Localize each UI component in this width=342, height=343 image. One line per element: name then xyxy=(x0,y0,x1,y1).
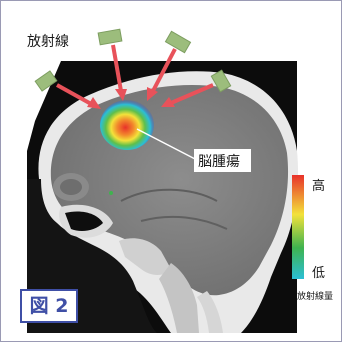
scale-low-label: 低 xyxy=(312,262,325,281)
dose-scale-bar xyxy=(292,175,304,279)
scale-title: 放射線量 xyxy=(297,289,333,302)
scale-high-label: 高 xyxy=(312,175,325,194)
beam-source-top-right xyxy=(165,31,190,52)
tumor-dose-map xyxy=(100,100,154,150)
tumor-label: 脳腫瘍 xyxy=(198,151,240,171)
beam-source-top-left xyxy=(98,29,122,45)
figure-number-badge: 図 2 xyxy=(20,289,78,323)
radiation-label: 放射線 xyxy=(27,31,69,51)
